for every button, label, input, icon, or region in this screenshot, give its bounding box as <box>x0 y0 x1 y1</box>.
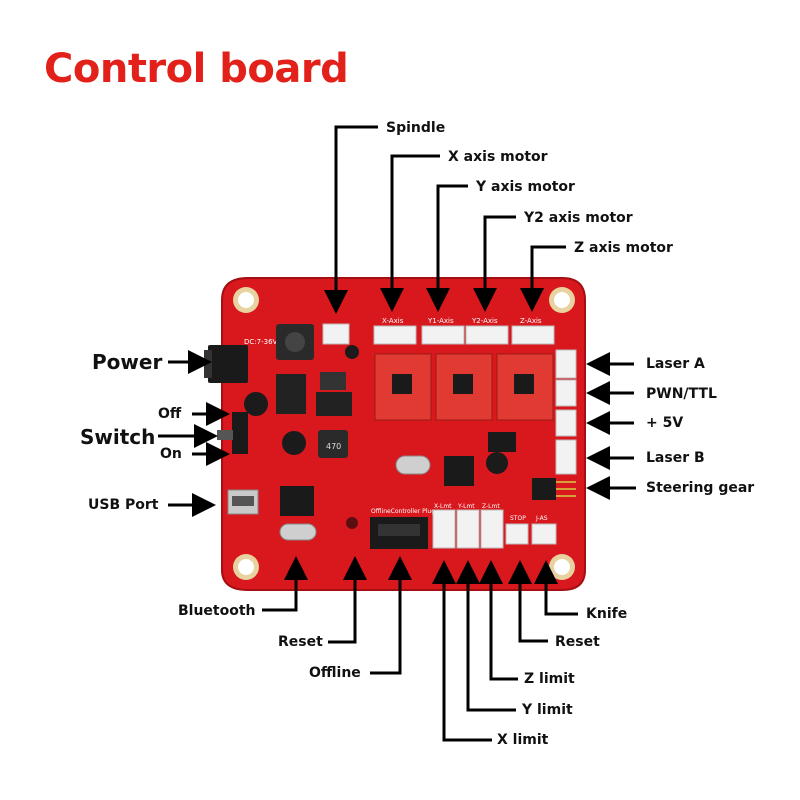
y-limit-connector <box>456 509 480 549</box>
leader-x-limit <box>432 560 492 742</box>
leader-knife <box>534 560 578 616</box>
inductor <box>276 324 314 360</box>
leader-x-axis-motor <box>380 154 440 312</box>
leader-z-axis-motor <box>520 245 566 312</box>
leader-y2-axis-motor <box>473 215 516 312</box>
label-reset-right: Reset <box>555 634 600 650</box>
label-bluetooth: Bluetooth <box>178 603 256 619</box>
leader-reset-left <box>328 556 367 644</box>
microcontroller <box>444 456 474 486</box>
electrolytic-capacitor <box>244 345 508 474</box>
power-switch <box>217 412 248 454</box>
label-y-axis-motor: Y axis motor <box>476 179 575 195</box>
pwm-ttl-connector <box>555 379 577 407</box>
z-axis-silkscreen: Z-Axis <box>520 317 542 325</box>
label-offline: Offline <box>309 665 361 681</box>
mounting-hole-bottom-left <box>233 554 259 580</box>
label-power: Power <box>92 350 163 374</box>
label-y-limit: Y limit <box>522 702 573 718</box>
knife-connector <box>531 523 557 545</box>
inductor-silkscreen: 470 <box>326 442 341 451</box>
power-silkscreen: DC:7-36V <box>244 338 278 346</box>
power-jack <box>204 345 248 383</box>
leader-z-limit <box>479 560 518 681</box>
label-off: Off <box>158 406 182 422</box>
y1-axis-silkscreen: Y1-Axis <box>427 317 454 325</box>
label-laser-a: Laser A <box>646 356 705 372</box>
laser-a-connector <box>555 349 577 379</box>
label-spindle: Spindle <box>386 120 446 136</box>
bluetooth-crystal <box>279 523 317 541</box>
label-laser-b: Laser B <box>646 450 705 466</box>
y2-axis-connector <box>465 325 509 345</box>
label-x-limit: X limit <box>497 732 549 748</box>
bluetooth-header <box>280 486 314 516</box>
y-limit-silkscreen: Y-Lmt <box>457 503 475 510</box>
offline-plug <box>370 517 428 549</box>
stop-connector <box>505 523 529 545</box>
inductor-470 <box>318 430 348 458</box>
crystal <box>395 455 431 475</box>
knife-silkscreen: J-AS <box>535 515 548 522</box>
z-axis-connector <box>511 325 555 345</box>
label-y2-axis-motor: Y2 axis motor <box>524 210 633 226</box>
y1-axis-connector <box>421 325 465 345</box>
leader-y-axis-motor <box>426 184 468 312</box>
mounting-hole-top-right <box>549 287 575 313</box>
label-usb-port: USB Port <box>88 497 159 513</box>
z-limit-silkscreen: Z-Lmt <box>482 503 500 510</box>
leader-spindle <box>324 125 378 314</box>
y2-axis-silkscreen: Y2-Axis <box>471 317 498 325</box>
stepper-driver-y1 <box>435 353 493 421</box>
offline-silkscreen: OfflineController Plug <box>371 508 435 515</box>
reset-button-left <box>346 517 358 529</box>
leader-bluetooth <box>262 556 308 612</box>
label-5v: + 5V <box>646 415 684 431</box>
label-knife: Knife <box>586 606 628 622</box>
jumper-header <box>488 432 516 452</box>
z-limit-connector <box>480 509 504 549</box>
stop-silkscreen: STOP <box>510 515 526 522</box>
label-steering-gear: Steering gear <box>646 480 755 496</box>
leader-lines <box>158 125 636 742</box>
label-z-limit: Z limit <box>524 671 575 687</box>
5v-connector <box>555 409 577 437</box>
mounting-hole-bottom-right <box>549 554 575 580</box>
spindle-connector <box>322 323 350 345</box>
x-axis-silkscreen: X-Axis <box>382 317 404 325</box>
mounting-hole-top-left <box>233 287 259 313</box>
x-axis-connector <box>373 325 417 345</box>
label-z-axis-motor: Z axis motor <box>574 240 673 256</box>
label-on: On <box>160 446 182 462</box>
label-x-axis-motor: X axis motor <box>448 149 548 165</box>
stepper-driver-y2 <box>496 353 554 421</box>
leader-y-limit <box>456 560 516 712</box>
steering-gear-header <box>532 478 576 500</box>
x-limit-silkscreen: X-Lmt <box>434 503 452 510</box>
leader-reset-right <box>508 560 548 643</box>
regulator-chips <box>276 372 352 416</box>
label-pwn-ttl: PWN/TTL <box>646 386 717 402</box>
label-switch: Switch <box>80 425 156 449</box>
label-reset-left: Reset <box>278 634 323 650</box>
diagram-title: Control board <box>44 46 349 92</box>
laser-b-connector <box>555 439 577 475</box>
stepper-driver-x <box>374 353 432 421</box>
usb-connector <box>227 489 259 515</box>
leader-offline <box>370 556 412 675</box>
x-limit-connector <box>432 509 456 549</box>
